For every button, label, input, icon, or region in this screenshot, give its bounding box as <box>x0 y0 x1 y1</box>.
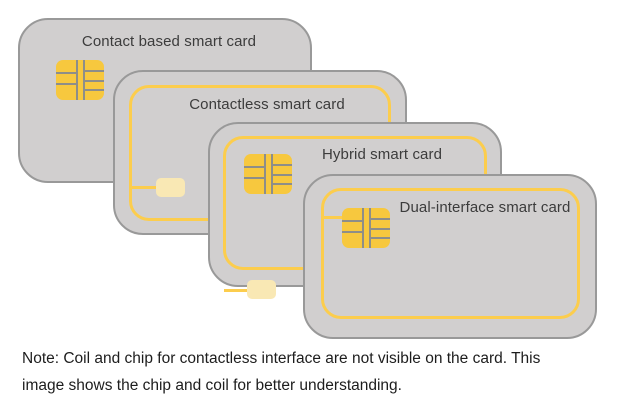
coil-connector-line <box>224 289 248 292</box>
note-text: Note: Coil and chip for contactless inte… <box>22 345 602 399</box>
contact-chip-icon <box>244 154 292 194</box>
card-title: Contact based smart card <box>81 33 257 50</box>
card-title: Contactless smart card <box>189 96 345 113</box>
contactless-chip-module <box>156 178 185 197</box>
card-title: Dual-interface smart card <box>399 199 571 216</box>
coil-connector-line <box>322 216 344 219</box>
contactless-chip-module <box>247 280 276 299</box>
contact-chip-icon <box>56 60 104 100</box>
note-line-2: image shows the chip and coil for better… <box>22 377 402 394</box>
card-dual-interface: Dual-interface smart card <box>303 174 597 339</box>
card-title: Hybrid smart card <box>321 146 443 163</box>
antenna-coil <box>321 188 580 319</box>
coil-connector-line <box>130 186 157 189</box>
contact-chip-icon <box>342 208 390 248</box>
note-line-1: Note: Coil and chip for contactless inte… <box>22 350 541 367</box>
